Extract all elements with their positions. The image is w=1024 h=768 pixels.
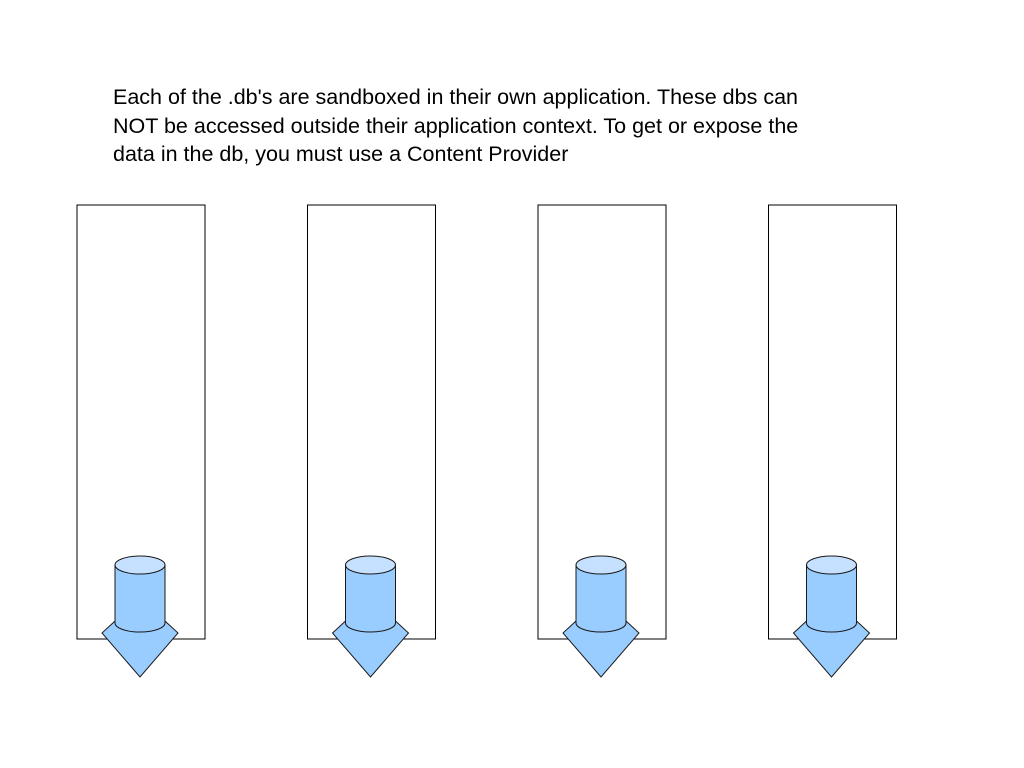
caption-line-3: data in the db, you must use a Content P…	[113, 142, 569, 166]
caption-text: Each of the .db's are sandboxed in their…	[113, 83, 953, 169]
app-container-3	[537, 204, 667, 678]
app-container-4	[768, 204, 897, 678]
app-container-1	[76, 204, 206, 678]
database-icon	[345, 555, 396, 633]
caption-line-2: NOT be accessed outside their applicatio…	[113, 113, 799, 138]
database-icon	[806, 555, 857, 633]
database-icon	[575, 555, 627, 633]
database-icon	[114, 555, 166, 633]
app-containers	[76, 204, 897, 678]
app-container-2	[307, 204, 436, 678]
caption-line-1: Each of the .db's are sandboxed in their…	[113, 85, 798, 109]
